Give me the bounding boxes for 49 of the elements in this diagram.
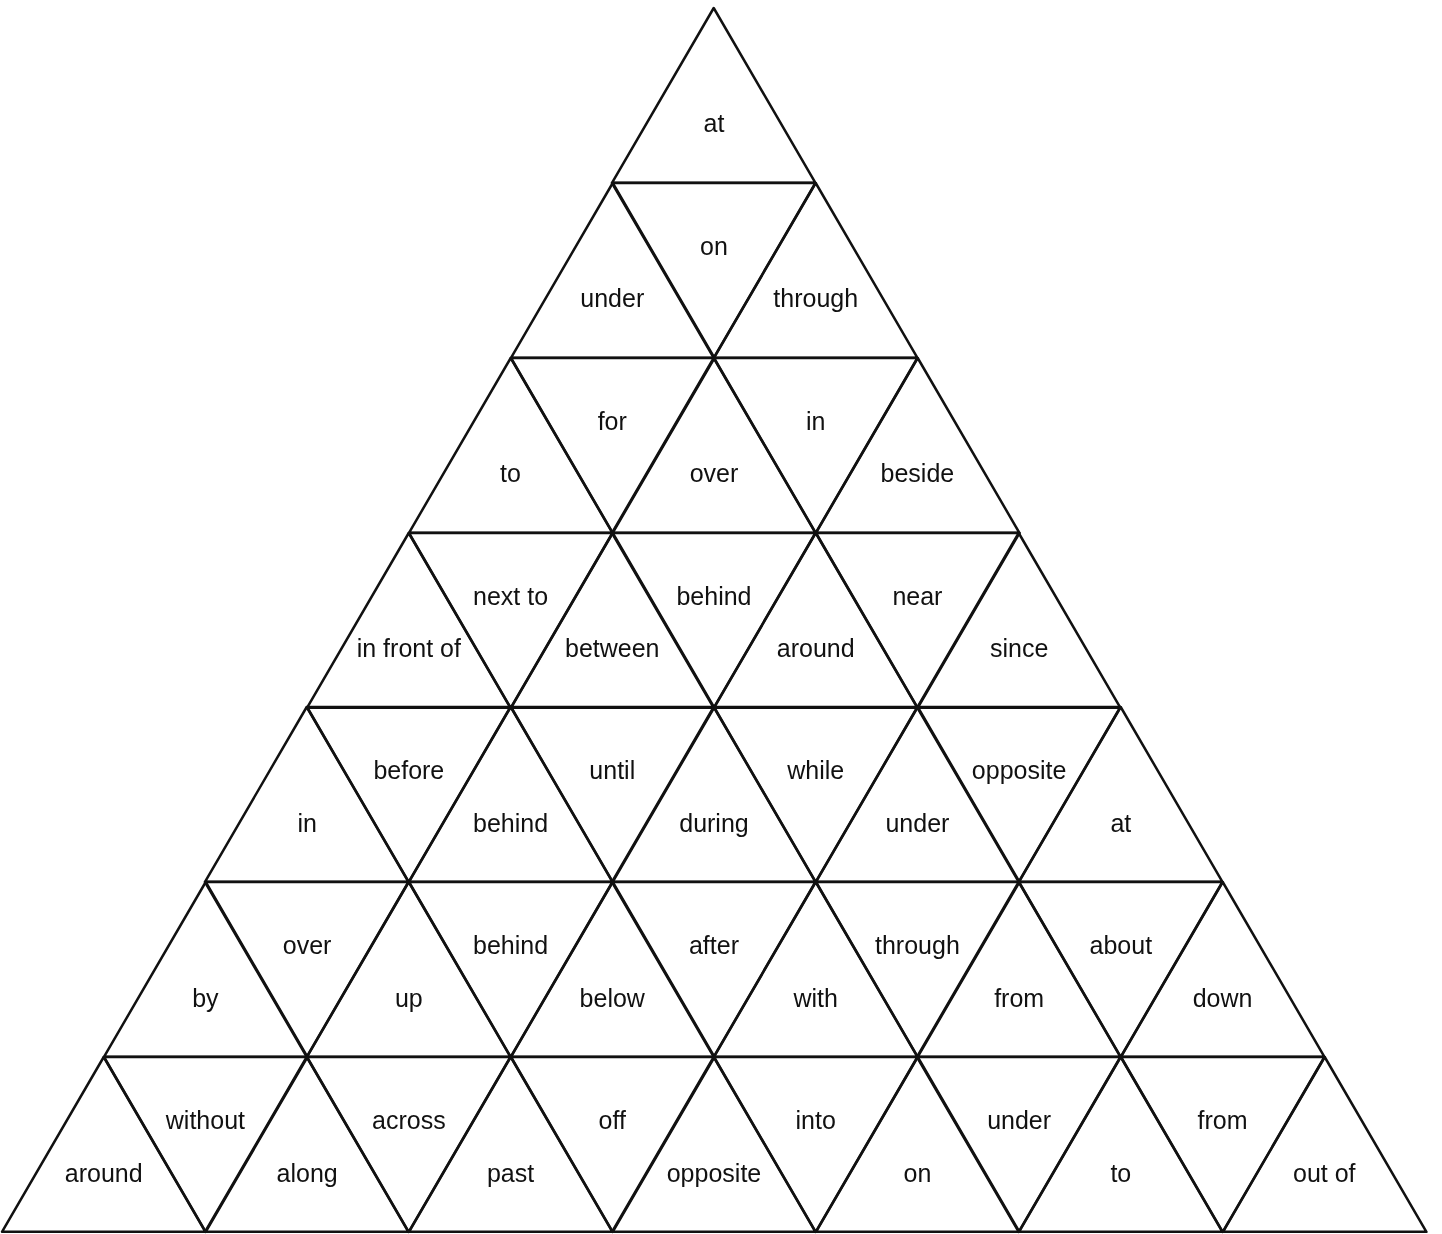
word-label: around [775,632,856,663]
word-label: below [578,982,646,1013]
word-label: in front of [355,632,462,663]
word-label: from [993,982,1046,1013]
word-label: to [499,458,522,489]
word-label: along [275,1157,339,1188]
word-label: under [579,283,646,314]
word-label: near [891,580,944,611]
word-label: down [1191,982,1254,1013]
word-label: since [988,632,1050,663]
word-label: next to [472,580,550,611]
word-label: behind [472,930,550,961]
word-label: without [164,1105,246,1136]
word-label: from [1196,1105,1249,1136]
word-label: through [772,283,860,314]
word-label: around [63,1157,144,1188]
word-label: up [393,982,424,1013]
word-label: under [884,807,951,838]
word-label: at [1109,807,1133,838]
word-label: between [564,632,661,663]
word-label: behind [675,580,753,611]
word-label: over [688,458,740,489]
word-label: in [804,405,827,436]
word-label: off [597,1105,627,1136]
word-label: after [687,930,740,961]
word-label: in [296,807,318,838]
word-label: out of [1292,1157,1357,1188]
word-label: with [792,982,839,1013]
word-label: until [588,755,637,786]
word-label: through [874,930,961,961]
word-label: under [986,1105,1053,1136]
word-label: by [191,982,220,1013]
word-label: past [485,1157,536,1188]
word-label: to [1109,1157,1133,1188]
word-label: before [372,755,446,786]
word-label: on [699,230,729,261]
word-label: into [794,1105,837,1136]
word-label: over [281,930,333,961]
word-label: across [371,1105,447,1136]
word-label: opposite [665,1157,763,1188]
word-label: for [596,405,628,436]
word-label: during [678,807,750,838]
word-label: at [702,108,726,139]
word-label: behind [472,807,550,838]
word-label: beside [879,458,956,489]
word-label: while [786,755,846,786]
word-label: opposite [970,755,1068,786]
word-label: on [902,1157,933,1188]
word-label: about [1088,930,1154,961]
